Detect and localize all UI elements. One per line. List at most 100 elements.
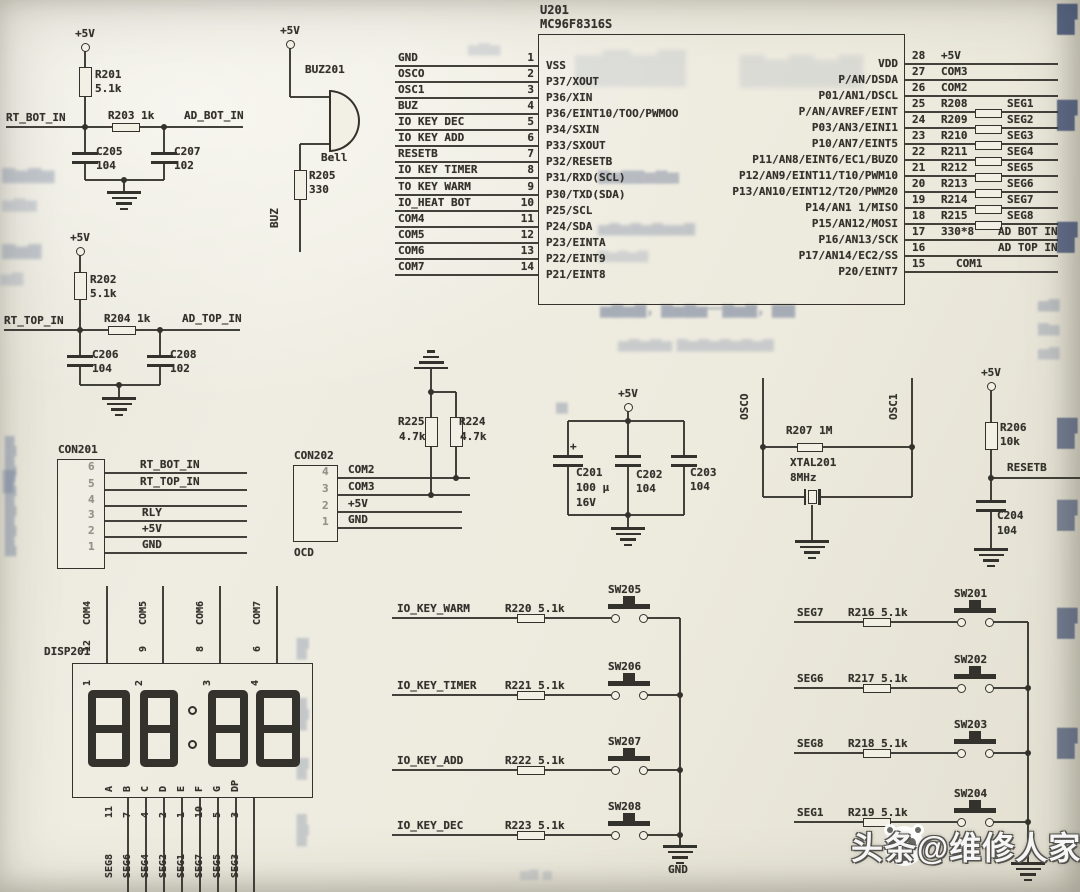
switch-plunger bbox=[969, 731, 981, 739]
pin-name: P01/AN1/DSCL bbox=[818, 89, 898, 102]
power-terminal-circle bbox=[986, 382, 996, 391]
switch-ref-label: SW203 bbox=[954, 718, 988, 731]
wire bbox=[299, 200, 301, 252]
resistor-ref-label: R222 5.1k bbox=[505, 754, 565, 767]
wire bbox=[627, 421, 629, 455]
label-r225: R225 bbox=[398, 415, 425, 428]
ground-symbol-bar bbox=[111, 408, 127, 411]
pin-wire bbox=[905, 111, 975, 113]
bleedthrough-fragment: ▆▅ bbox=[296, 758, 312, 780]
resistor-value-label: 330*8 bbox=[941, 225, 975, 238]
wire bbox=[338, 527, 462, 529]
label-c207: C207 bbox=[174, 145, 201, 158]
resistor-body bbox=[975, 108, 1002, 118]
switch-terminal bbox=[610, 613, 620, 623]
resistor-body bbox=[517, 830, 545, 840]
net-label: IO_HEAT BOT bbox=[398, 196, 471, 209]
pin-number: 10 bbox=[520, 196, 534, 209]
display-seg-wire bbox=[253, 798, 255, 892]
display-body bbox=[72, 663, 313, 798]
junction-dot bbox=[82, 124, 88, 130]
pin-wire bbox=[905, 223, 975, 225]
ground-symbol-bar bbox=[978, 553, 1004, 557]
wire bbox=[84, 127, 86, 152]
pin-wire bbox=[905, 207, 975, 209]
ground-symbol-bar bbox=[1020, 873, 1036, 876]
resistor-body bbox=[863, 683, 891, 693]
label-r206: R206 bbox=[1000, 421, 1027, 434]
wire bbox=[338, 477, 470, 479]
pin-wire bbox=[905, 127, 975, 129]
wire bbox=[683, 464, 685, 515]
label-ad-top-in: AD_TOP_IN bbox=[182, 312, 242, 325]
bleedthrough-fragment: ▅▆▅ bbox=[468, 40, 501, 56]
pin-name: P32/RESETB bbox=[546, 155, 613, 168]
label-102: 102 bbox=[174, 159, 194, 172]
display-colon-dot bbox=[187, 705, 197, 715]
wire bbox=[84, 161, 86, 180]
label-c202: C202 bbox=[636, 468, 663, 481]
pin-name: P14/AN1 1/MISO bbox=[805, 201, 898, 214]
switch-cap bbox=[608, 756, 650, 761]
bleedthrough-fragment: ▅▆▅▆▅▆▅▆▅▆▅▆ bbox=[4, 436, 19, 556]
net-label: BUZ bbox=[398, 99, 418, 112]
ground-symbol-bar bbox=[808, 556, 816, 560]
power-terminal-label: +5V bbox=[981, 366, 1001, 379]
wire bbox=[455, 392, 457, 417]
wire bbox=[990, 478, 992, 500]
wire bbox=[140, 126, 243, 128]
label-ocd: OCD bbox=[294, 546, 314, 559]
bleedthrough-fragment: ▅▆▅▆▅ ▆▅▆▅▆▅▆▅▆ bbox=[618, 336, 774, 352]
switch-ref-label: SW204 bbox=[954, 787, 988, 800]
switch-terminal bbox=[610, 690, 620, 700]
ground-symbol-bar bbox=[115, 413, 123, 417]
wire bbox=[545, 769, 611, 771]
label-rt-bot-in: RT_BOT_IN bbox=[140, 458, 200, 471]
wire bbox=[823, 446, 912, 448]
label-rt-top-in: RT_TOP_IN bbox=[140, 475, 200, 488]
bleedthrough-fragment: ▇▆ bbox=[1057, 222, 1080, 253]
pin-wire bbox=[395, 97, 538, 99]
pin-name: P15/AN12/MOSI bbox=[811, 217, 898, 230]
label-104: 104 bbox=[636, 482, 656, 495]
pin-wire bbox=[1002, 223, 1058, 225]
pin-name: P23/EINTA bbox=[546, 236, 606, 249]
pin-wire bbox=[905, 191, 975, 193]
label-com2: COM2 bbox=[348, 463, 375, 476]
wire bbox=[431, 391, 456, 393]
capacitor-plate bbox=[67, 364, 93, 367]
pin-wire bbox=[905, 239, 1058, 241]
bleedthrough-fragment: ▇▆ bbox=[1057, 728, 1080, 759]
net-label: AD BOT IN bbox=[998, 225, 1058, 238]
pin-name: P24/SDA bbox=[546, 220, 593, 233]
pin-name: VSS bbox=[546, 59, 566, 72]
label-gnd: GND bbox=[348, 513, 368, 526]
wire bbox=[79, 255, 81, 272]
resistor-body bbox=[517, 690, 545, 700]
net-label-io_key_dec: IO_KEY_DEC bbox=[397, 819, 464, 832]
capacitor-plate bbox=[553, 455, 583, 458]
pin-wire bbox=[395, 129, 538, 131]
pin-number: 16 bbox=[912, 241, 926, 254]
resistor-body bbox=[975, 204, 1002, 214]
net-label: COM1 bbox=[956, 257, 983, 270]
wire bbox=[627, 464, 629, 515]
net-label: SEG7 bbox=[1007, 193, 1034, 206]
pin-wire bbox=[905, 95, 1058, 97]
pin-name: P31/RXD(SCL) bbox=[546, 171, 626, 184]
ground-symbol-bar bbox=[615, 532, 641, 536]
switch-plunger bbox=[623, 673, 635, 681]
net-label: TO KEY WARM bbox=[398, 180, 471, 193]
pin-number: 13 bbox=[520, 244, 534, 257]
ground-symbol-bar bbox=[663, 845, 697, 848]
wire bbox=[763, 496, 804, 498]
pin-number: 18 bbox=[912, 209, 926, 222]
pin-wire bbox=[1002, 127, 1058, 129]
wire bbox=[105, 536, 247, 538]
label-ad-bot-in: AD_BOT_IN bbox=[184, 109, 244, 122]
junction-dot bbox=[625, 512, 631, 518]
pin-name: P/AN/DSDA bbox=[838, 73, 898, 86]
wire bbox=[1027, 622, 1029, 862]
label-+: + bbox=[570, 440, 577, 453]
label-4-7k: 4.7k bbox=[399, 430, 426, 443]
